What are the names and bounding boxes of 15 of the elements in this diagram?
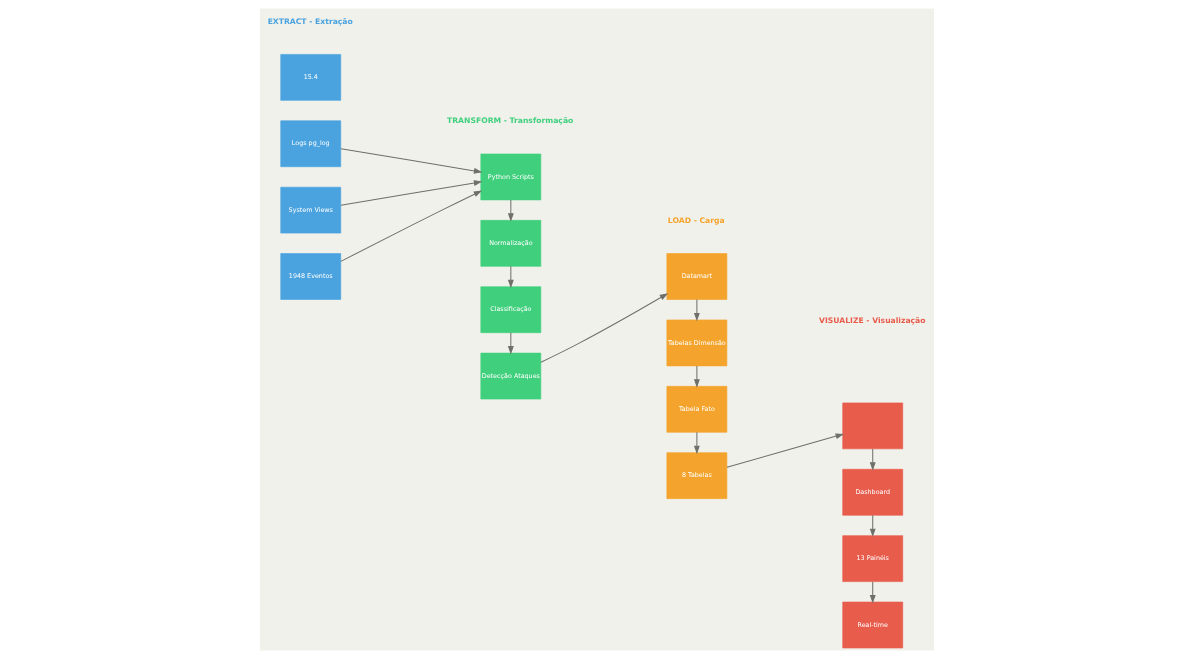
arrow bbox=[507, 265, 514, 289]
arrow bbox=[340, 180, 483, 206]
arrow bbox=[869, 514, 876, 538]
arrow bbox=[869, 581, 876, 604]
arrow bbox=[507, 199, 514, 222]
arrow bbox=[693, 431, 700, 455]
arrow bbox=[540, 293, 669, 363]
arrow bbox=[340, 148, 483, 174]
arrow bbox=[507, 332, 514, 355]
arrow bbox=[726, 433, 845, 468]
arrow bbox=[340, 190, 483, 262]
arrow bbox=[693, 299, 700, 322]
arrow bbox=[693, 365, 700, 388]
node-box bbox=[842, 402, 904, 450]
arrow bbox=[869, 448, 876, 471]
